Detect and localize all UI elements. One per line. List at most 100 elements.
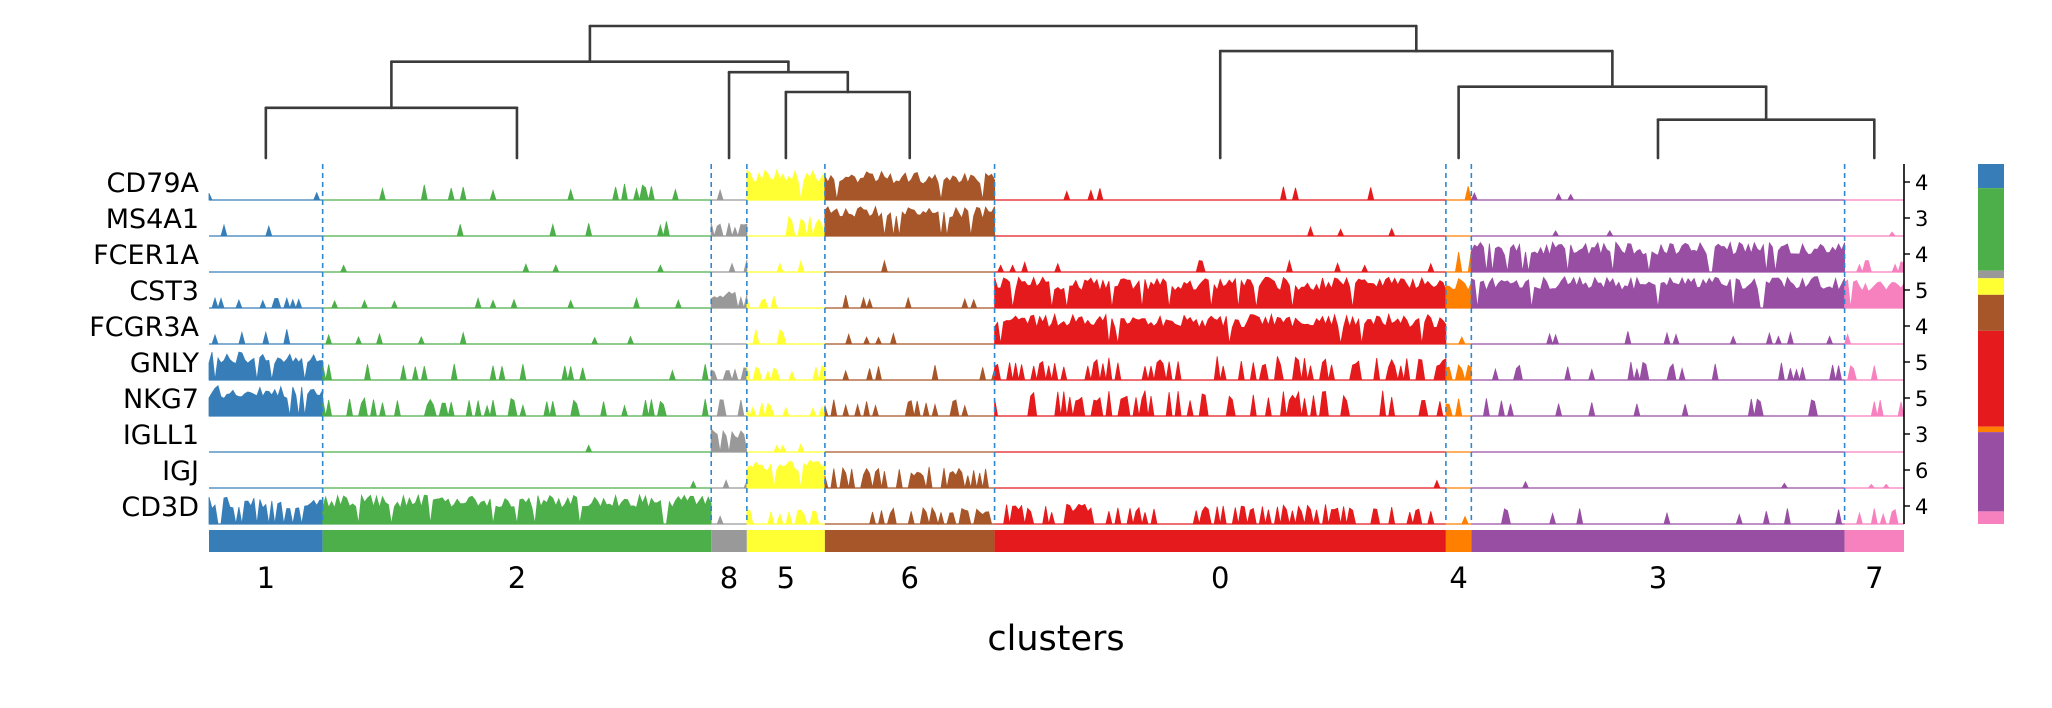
cluster-bar-segment-4 <box>1445 530 1472 552</box>
right-colorbar-segment-4 <box>1978 426 2004 433</box>
track-ymax-CD79A: 4 <box>1915 171 1928 195</box>
cluster-separators <box>321 164 1846 524</box>
cluster-color-bar <box>209 530 1904 552</box>
gene-label-FCER1A: FCER1A <box>93 240 199 271</box>
gene-label-IGJ: IGJ <box>162 456 199 487</box>
expression-track-FCER1A-cluster-2 <box>322 263 712 273</box>
gene-label-NKG7: NKG7 <box>123 384 199 415</box>
expression-track-CST3-cluster-0 <box>994 276 1447 309</box>
gene-label-IGLL1: IGLL1 <box>123 420 199 451</box>
cluster-label-8: 8 <box>720 561 738 595</box>
expression-track-MS4A1-cluster-6 <box>824 205 995 237</box>
cluster-label-2: 2 <box>508 561 526 595</box>
expression-track-CD3D-cluster-4 <box>1445 515 1472 525</box>
right-colorbar-segment-7 <box>1978 511 2004 524</box>
right-axis <box>1903 164 1910 524</box>
gene-tracks <box>208 168 1905 526</box>
expression-track-MS4A1-cluster-3 <box>1471 229 1845 237</box>
expression-track-GNLY-cluster-6 <box>824 365 995 381</box>
expression-track-FCER1A-cluster-0 <box>994 259 1446 273</box>
track-ymax-CD3D: 4 <box>1915 495 1928 519</box>
expression-track-NKG7-cluster-8 <box>711 399 747 417</box>
expression-track-CD3D-cluster-3 <box>1471 508 1845 525</box>
right-colorbar-segment-6 <box>1978 294 2004 331</box>
expression-track-CD3D-cluster-2 <box>322 493 712 525</box>
expression-track-CD79A-cluster-5 <box>746 168 826 201</box>
cluster-bar-segment-5 <box>746 530 825 552</box>
right-colorbar-segment-5 <box>1978 278 2004 295</box>
expression-track-MS4A1-cluster-0 <box>994 225 1446 237</box>
expression-track-GNLY-cluster-8 <box>710 367 748 382</box>
gene-label-CST3: CST3 <box>129 276 199 307</box>
expression-track-GNLY-cluster-5 <box>746 364 826 382</box>
x-axis-label: clusters <box>987 619 1124 659</box>
expression-track-CST3-cluster-8 <box>710 291 748 309</box>
cluster-label-7: 7 <box>1865 561 1883 595</box>
expression-track-CD79A-cluster-8 <box>711 188 747 201</box>
track-ymax-IGLL1: 3 <box>1915 423 1928 447</box>
expression-track-FCGR3A-cluster-7 <box>1844 333 1904 345</box>
cluster-label-6: 6 <box>901 561 919 595</box>
expression-track-MS4A1-cluster-8 <box>710 222 748 238</box>
expression-track-MS4A1-cluster-5 <box>746 215 826 237</box>
expression-track-GNLY-cluster-0 <box>994 356 1447 381</box>
expression-track-CD79A-cluster-6 <box>824 170 995 201</box>
track-ymax-MS4A1: 3 <box>1915 207 1928 231</box>
expression-track-FCER1A-cluster-3 <box>1470 241 1845 273</box>
gene-label-MS4A1: MS4A1 <box>106 204 199 235</box>
expression-track-CD3D-cluster-1 <box>208 496 324 525</box>
expression-track-CD3D-cluster-6 <box>824 506 995 526</box>
gene-label-CD79A: CD79A <box>107 168 200 199</box>
expression-track-FCGR3A-cluster-0 <box>994 312 1447 345</box>
expression-track-IGJ-cluster-5 <box>746 459 826 489</box>
expression-track-NKG7-cluster-2 <box>322 396 712 417</box>
expression-track-CD79A-cluster-1 <box>208 191 323 201</box>
expression-track-CST3-cluster-4 <box>1445 277 1472 309</box>
track-ymax-GNLY: 5 <box>1915 351 1928 375</box>
expression-track-IGJ-cluster-3 <box>1471 480 1845 489</box>
cluster-bar-segment-2 <box>322 530 712 552</box>
expression-track-CD3D-cluster-5 <box>746 509 825 525</box>
track-ymax-FCGR3A: 4 <box>1915 315 1928 339</box>
expression-track-FCER1A-cluster-4 <box>1445 250 1472 273</box>
expression-track-CST3-cluster-3 <box>1470 276 1845 309</box>
expression-track-NKG7-cluster-3 <box>1471 398 1845 417</box>
gene-label-FCGR3A: FCGR3A <box>89 312 199 343</box>
cluster-bar-segment-1 <box>209 530 323 552</box>
cluster-label-1: 1 <box>257 561 275 595</box>
cluster-label-0: 0 <box>1211 561 1229 595</box>
track-ymax-FCER1A: 4 <box>1915 243 1928 267</box>
expression-track-IGJ-cluster-7 <box>1844 483 1904 489</box>
expression-track-MS4A1-cluster-1 <box>209 223 323 237</box>
expression-track-CST3-cluster-7 <box>1844 279 1905 309</box>
right-colorbar-segment-3 <box>1978 432 2004 512</box>
dendrogram <box>264 24 1876 160</box>
track-ymax-NKG7: 5 <box>1915 387 1928 411</box>
expression-track-CD79A-cluster-4 <box>1445 186 1472 201</box>
expression-track-CST3-cluster-1 <box>209 296 323 310</box>
expression-track-FCGR3A-cluster-3 <box>1471 331 1845 346</box>
expression-track-CST3-cluster-2 <box>322 296 712 309</box>
cluster-bar-segment-0 <box>994 530 1446 552</box>
gene-label-GNLY: GNLY <box>130 348 200 379</box>
track-ymax-IGJ: 6 <box>1915 459 1928 483</box>
expression-track-MS4A1-cluster-2 <box>322 221 712 237</box>
expression-track-CD79A-cluster-2 <box>322 183 712 201</box>
expression-track-IGLL1-cluster-2 <box>322 444 712 453</box>
expression-track-IGJ-cluster-0 <box>994 479 1446 489</box>
right-colorbar-segment-0 <box>1978 330 2004 427</box>
expression-track-NKG7-cluster-6 <box>824 399 995 417</box>
cluster-bar-segment-8 <box>711 530 747 552</box>
expression-track-IGJ-cluster-8 <box>711 479 748 489</box>
expression-track-GNLY-cluster-4 <box>1445 363 1472 381</box>
expression-track-NKG7-cluster-1 <box>208 384 324 417</box>
expression-track-FCER1A-cluster-5 <box>746 259 825 273</box>
gene-label-CD3D: CD3D <box>121 492 199 523</box>
expression-track-IGLL1-cluster-8 <box>710 428 748 453</box>
expression-track-CST3-cluster-5 <box>746 295 825 309</box>
